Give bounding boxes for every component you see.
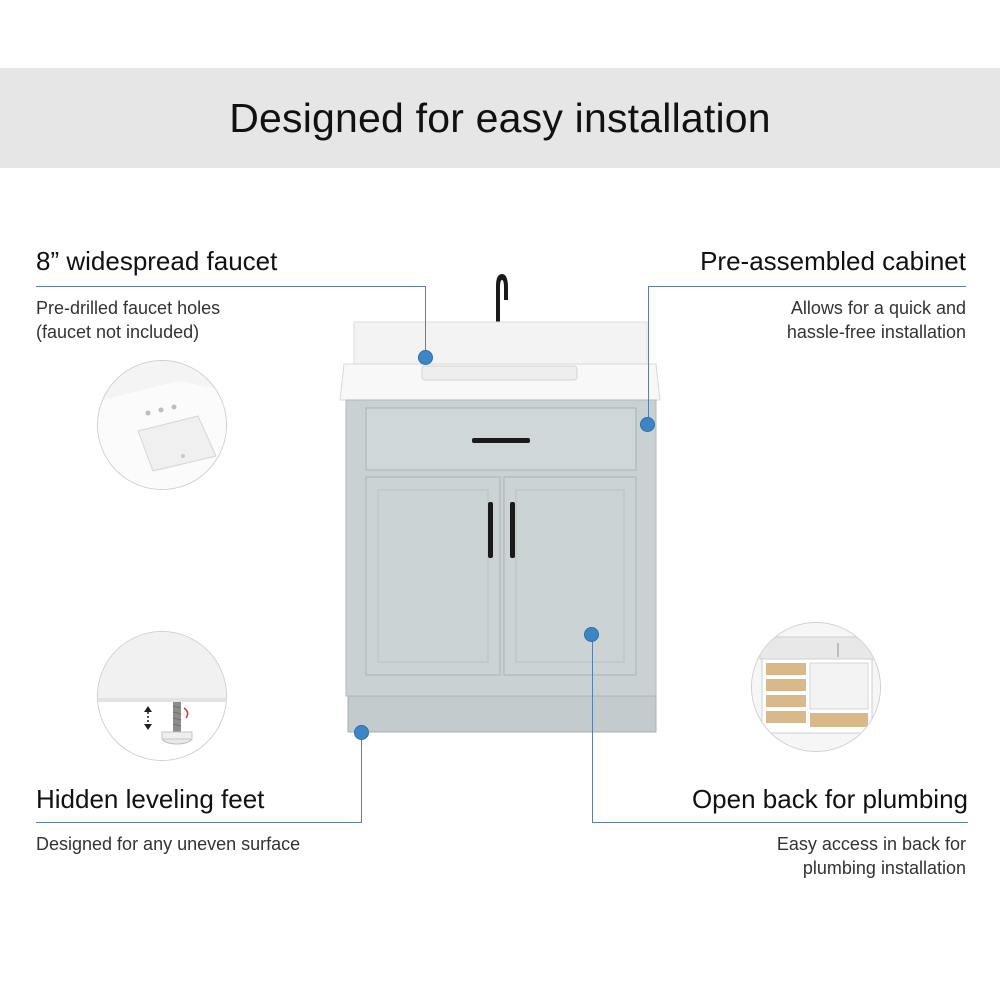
leader-vline-faucet	[425, 286, 426, 356]
faucet-desc-line-1: Pre-drilled faucet holes	[36, 298, 221, 318]
cabinet-desc-line-1: Allows for a quick and	[790, 298, 966, 318]
plumbing-desc-line-1: Easy access in back for	[776, 834, 966, 854]
leveling-foot-icon	[97, 631, 227, 761]
header-banner: Designed for easy installation	[0, 68, 1000, 168]
sink-faucet-holes-icon	[97, 360, 227, 490]
open-back-cabinet-icon	[751, 622, 881, 752]
leader-rule-feet	[36, 822, 362, 823]
cabinet-title: Pre-assembled cabinet	[700, 246, 966, 276]
bathroom-vanity-image	[339, 274, 661, 733]
leader-vline-plumbing	[592, 634, 593, 822]
leader-rule-plumbing	[592, 822, 968, 823]
leader-vline-feet	[361, 733, 362, 822]
feet-title: Hidden leveling feet	[36, 784, 265, 814]
leader-rule-cabinet	[648, 286, 966, 287]
faucet-title: 8” widespread faucet	[36, 246, 278, 276]
feet-desc-line-1: Designed for any uneven surface	[36, 834, 301, 854]
plumbing-desc-line-2: plumbing installation	[802, 858, 966, 878]
callout-dot-faucet	[418, 350, 433, 365]
cabinet-desc-line-2: hassle-free installation	[786, 322, 966, 342]
faucet-desc-line-2: (faucet not included)	[36, 322, 200, 342]
plumbing-title: Open back for plumbing	[691, 784, 968, 814]
callout-dot-feet	[354, 725, 369, 740]
page-title: Designed for easy installation	[229, 94, 771, 141]
leader-vline-cabinet	[648, 286, 649, 424]
leader-rule-faucet	[36, 286, 426, 287]
callout-dot-plumbing	[584, 627, 599, 642]
callout-dot-cabinet	[640, 417, 655, 432]
